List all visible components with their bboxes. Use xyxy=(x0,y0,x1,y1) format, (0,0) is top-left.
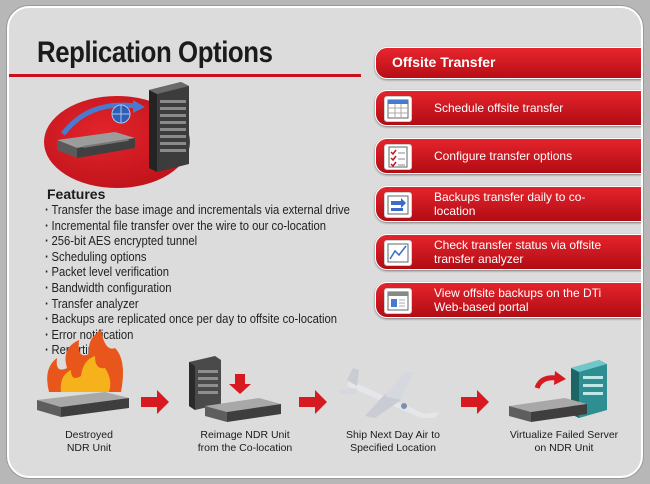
reimage-server-icon xyxy=(189,356,281,422)
flow-caption-ship: Ship Next Day Air to Specified Location xyxy=(346,429,440,454)
feature-item: Error notification xyxy=(45,328,350,344)
offsite-transfer-header: Offsite Transfer xyxy=(375,47,641,79)
panel-header-label: Offsite Transfer xyxy=(392,54,496,70)
server-replication-illustration xyxy=(57,82,189,172)
portal-icon xyxy=(384,288,412,314)
step-label: View offsite backups on the DTi Web-base… xyxy=(434,286,602,314)
step-label: Schedule offsite transfer xyxy=(434,101,564,115)
step-daily-transfer: Backups transfer daily to co-location xyxy=(375,186,641,222)
feature-item: Bandwidth configuration xyxy=(45,281,350,297)
chart-icon xyxy=(384,240,412,266)
recovery-flow-illustration xyxy=(37,330,607,422)
infographic-frame: Replication Options Features Transfer th… xyxy=(7,6,643,478)
feature-item: Backups are replicated once per day to o… xyxy=(45,312,350,328)
title-underline xyxy=(9,74,361,77)
checklist-icon xyxy=(384,144,412,170)
feature-item: Transfer the base image and incrementals… xyxy=(45,203,349,219)
step-label: Configure transfer options xyxy=(434,149,573,163)
step-view-backups: View offsite backups on the DTi Web-base… xyxy=(375,282,641,318)
features-heading: Features xyxy=(47,186,106,202)
virtualize-server-icon xyxy=(509,360,607,422)
step-check-status: Check transfer status via offsite transf… xyxy=(375,234,641,270)
flow-caption-destroyed: Destroyed NDR Unit xyxy=(65,429,113,454)
features-list: Transfer the base image and incrementals… xyxy=(45,203,350,359)
page-title: Replication Options xyxy=(37,36,273,69)
step-label: Check transfer status via offsite transf… xyxy=(434,238,602,266)
flow-caption-virtualize: Virtualize Failed Server on NDR Unit xyxy=(509,429,619,454)
feature-item: Transfer analyzer xyxy=(45,297,350,313)
flow-arrow-3 xyxy=(461,390,489,414)
flow-arrow-1 xyxy=(141,390,169,414)
burning-server-icon xyxy=(37,330,129,417)
feature-item: 256-bit AES encrypted tunnel xyxy=(45,234,350,250)
feature-item: Incremental file transfer over the wire … xyxy=(45,219,350,235)
step-configure-options: Configure transfer options xyxy=(375,138,641,174)
offsite-transfer-panel: Offsite Transfer Schedule offsite transf… xyxy=(371,42,641,324)
step-schedule-transfer: Schedule offsite transfer xyxy=(375,90,641,126)
transfer-arrows-icon xyxy=(384,192,412,218)
feature-item: Scheduling options xyxy=(45,250,350,266)
flow-arrow-2 xyxy=(299,390,327,414)
airplane-icon xyxy=(339,368,439,418)
step-label: Backups transfer daily to co-location xyxy=(434,190,586,218)
feature-item: Packet level verification xyxy=(45,265,350,281)
flow-caption-reimage: Reimage NDR Unit from the Co-location xyxy=(197,429,293,454)
calendar-icon xyxy=(384,96,412,122)
